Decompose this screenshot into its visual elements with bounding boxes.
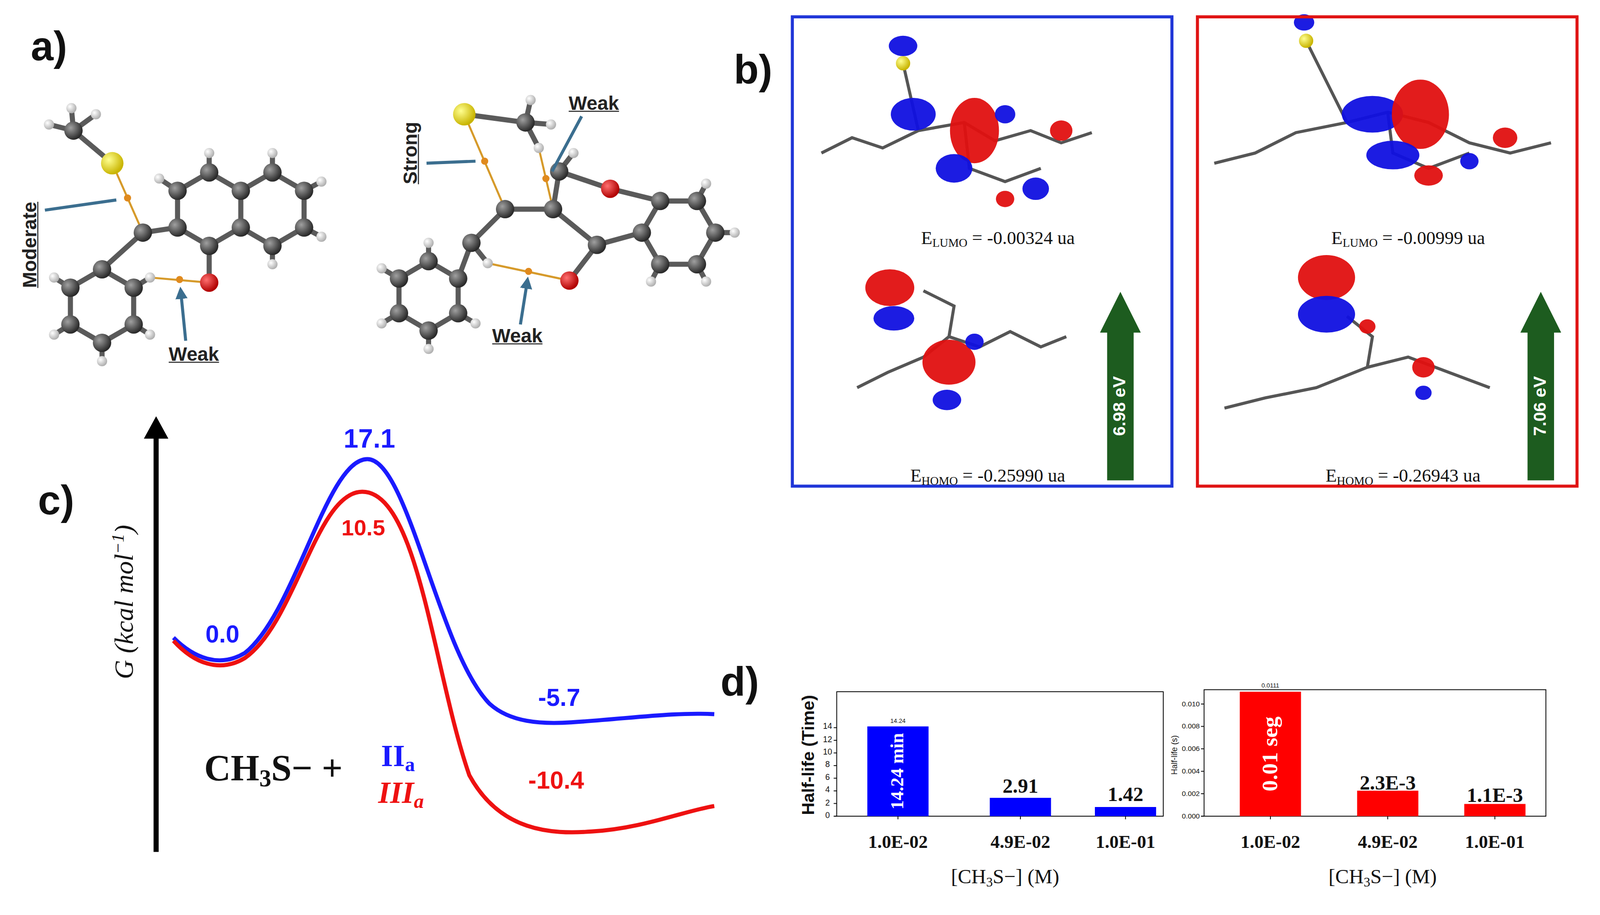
subscript: LUMO (932, 236, 968, 251)
tick-label: 6 (825, 774, 830, 784)
gap-value: 6.98 eV (1110, 376, 1130, 437)
tick-label: 0.008 (1181, 722, 1200, 731)
tick-label: 4.9E-02 (1357, 832, 1418, 854)
arrow-shape (1520, 291, 1562, 481)
axis-title: [CH3S−] (M) (1328, 865, 1437, 890)
energy-value: -5.7 (538, 684, 581, 712)
energy-value: 17.1 (343, 424, 395, 454)
tick-label: 12 (823, 735, 833, 746)
gap-value: 7.06 eV (1531, 376, 1550, 437)
orbital-panel: ELUMO = -0.00324 ua EHOMO = -0.25990 ua 6.… (791, 15, 1174, 488)
tick-label: 0.000 (1181, 812, 1200, 820)
molecule-model (376, 94, 740, 354)
tick-label: 0.010 (1181, 700, 1200, 708)
tick-label: 1.0E-01 (1464, 832, 1525, 854)
axis-title: Half-life (s) (1171, 735, 1181, 775)
arrow-shape (1099, 291, 1141, 481)
gap-arrow: 7.06 eV (1520, 291, 1562, 481)
panel-label: a) (30, 23, 68, 69)
panel-label: b) (733, 46, 773, 92)
interaction-label: Strong (400, 121, 422, 185)
subscript: a (414, 790, 425, 813)
value-label: 0.0111 (1261, 682, 1280, 690)
reactant-label: CH3S− + (204, 748, 343, 793)
tick-label: 2 (825, 799, 830, 809)
bar-label: 0.01 seg (1258, 716, 1283, 792)
species-label: IIIa (378, 775, 424, 813)
gap-arrow: 6.98 eV (1099, 291, 1141, 481)
energy-profile (143, 416, 715, 853)
orbital-plot (821, 35, 1092, 411)
energy-value: 10.5 (341, 516, 386, 541)
bar: 14.24 min (867, 726, 929, 817)
orbital-panel: ELUMO = -0.00999 ua EHOMO = -0.26943 ua 7.… (1195, 15, 1579, 488)
panel-label: c) (38, 477, 75, 523)
value-label: 1.42 (1107, 782, 1144, 806)
subscript: HOMO (921, 474, 958, 488)
axis-title: G (kcal mol−1) (109, 524, 140, 680)
tick-label: 14 (823, 723, 833, 733)
energy-label: EHOMO = -0.26943 ua (1325, 466, 1481, 489)
value-label: 2.91 (1002, 774, 1039, 798)
tick-label: 0 (825, 811, 830, 821)
interaction-label: Weak (568, 93, 619, 115)
energy-value: -10.4 (528, 767, 584, 795)
bar-chart (833, 691, 1164, 820)
species-label: IIa (381, 738, 416, 776)
value-label: 14.24 (890, 717, 906, 725)
tick-label: 1.0E-02 (868, 832, 929, 854)
bar-chart (1201, 689, 1546, 820)
bar-label: 14.24 min (888, 733, 909, 810)
tick-label: 4 (825, 786, 830, 796)
tick-label: 8 (825, 761, 830, 771)
value-label: 1.1E-3 (1466, 783, 1523, 807)
energy-value: 0.0 (205, 621, 240, 649)
subscript: LUMO (1342, 236, 1378, 251)
subscript: a (404, 753, 416, 776)
axis-title: [CH3S−] (M) (950, 865, 1060, 890)
interaction-label: Weak (492, 325, 543, 348)
panel-label: d) (720, 659, 760, 705)
axis-title: Half-life (Time) (799, 694, 819, 815)
energy-label: ELUMO = -0.00999 ua (1331, 228, 1485, 251)
subscript: 3 (985, 874, 993, 890)
tick-label: 1.0E-02 (1240, 832, 1301, 854)
subscript: HOMO (1336, 474, 1373, 488)
tick-label: 10 (823, 748, 833, 758)
superscript: −1 (108, 533, 128, 554)
energy-label: EHOMO = -0.25990 ua (910, 466, 1065, 489)
bar: 0.01 seg (1239, 691, 1301, 817)
value-label: 2.3E-3 (1359, 771, 1416, 794)
tick-label: 1.0E-01 (1095, 832, 1156, 854)
interaction-label: Moderate (19, 201, 41, 289)
tick-label: 0.002 (1181, 790, 1200, 798)
interaction-label: Weak (168, 344, 219, 366)
energy-label: ELUMO = -0.00324 ua (921, 228, 1075, 251)
tick-label: 0.006 (1181, 745, 1200, 753)
subscript: 3 (259, 764, 272, 792)
tick-label: 4.9E-02 (990, 832, 1051, 854)
tick-label: 0.004 (1181, 767, 1200, 776)
molecule-model (43, 102, 327, 367)
subscript: 3 (1363, 874, 1371, 890)
orbital-plot (1214, 14, 1552, 409)
